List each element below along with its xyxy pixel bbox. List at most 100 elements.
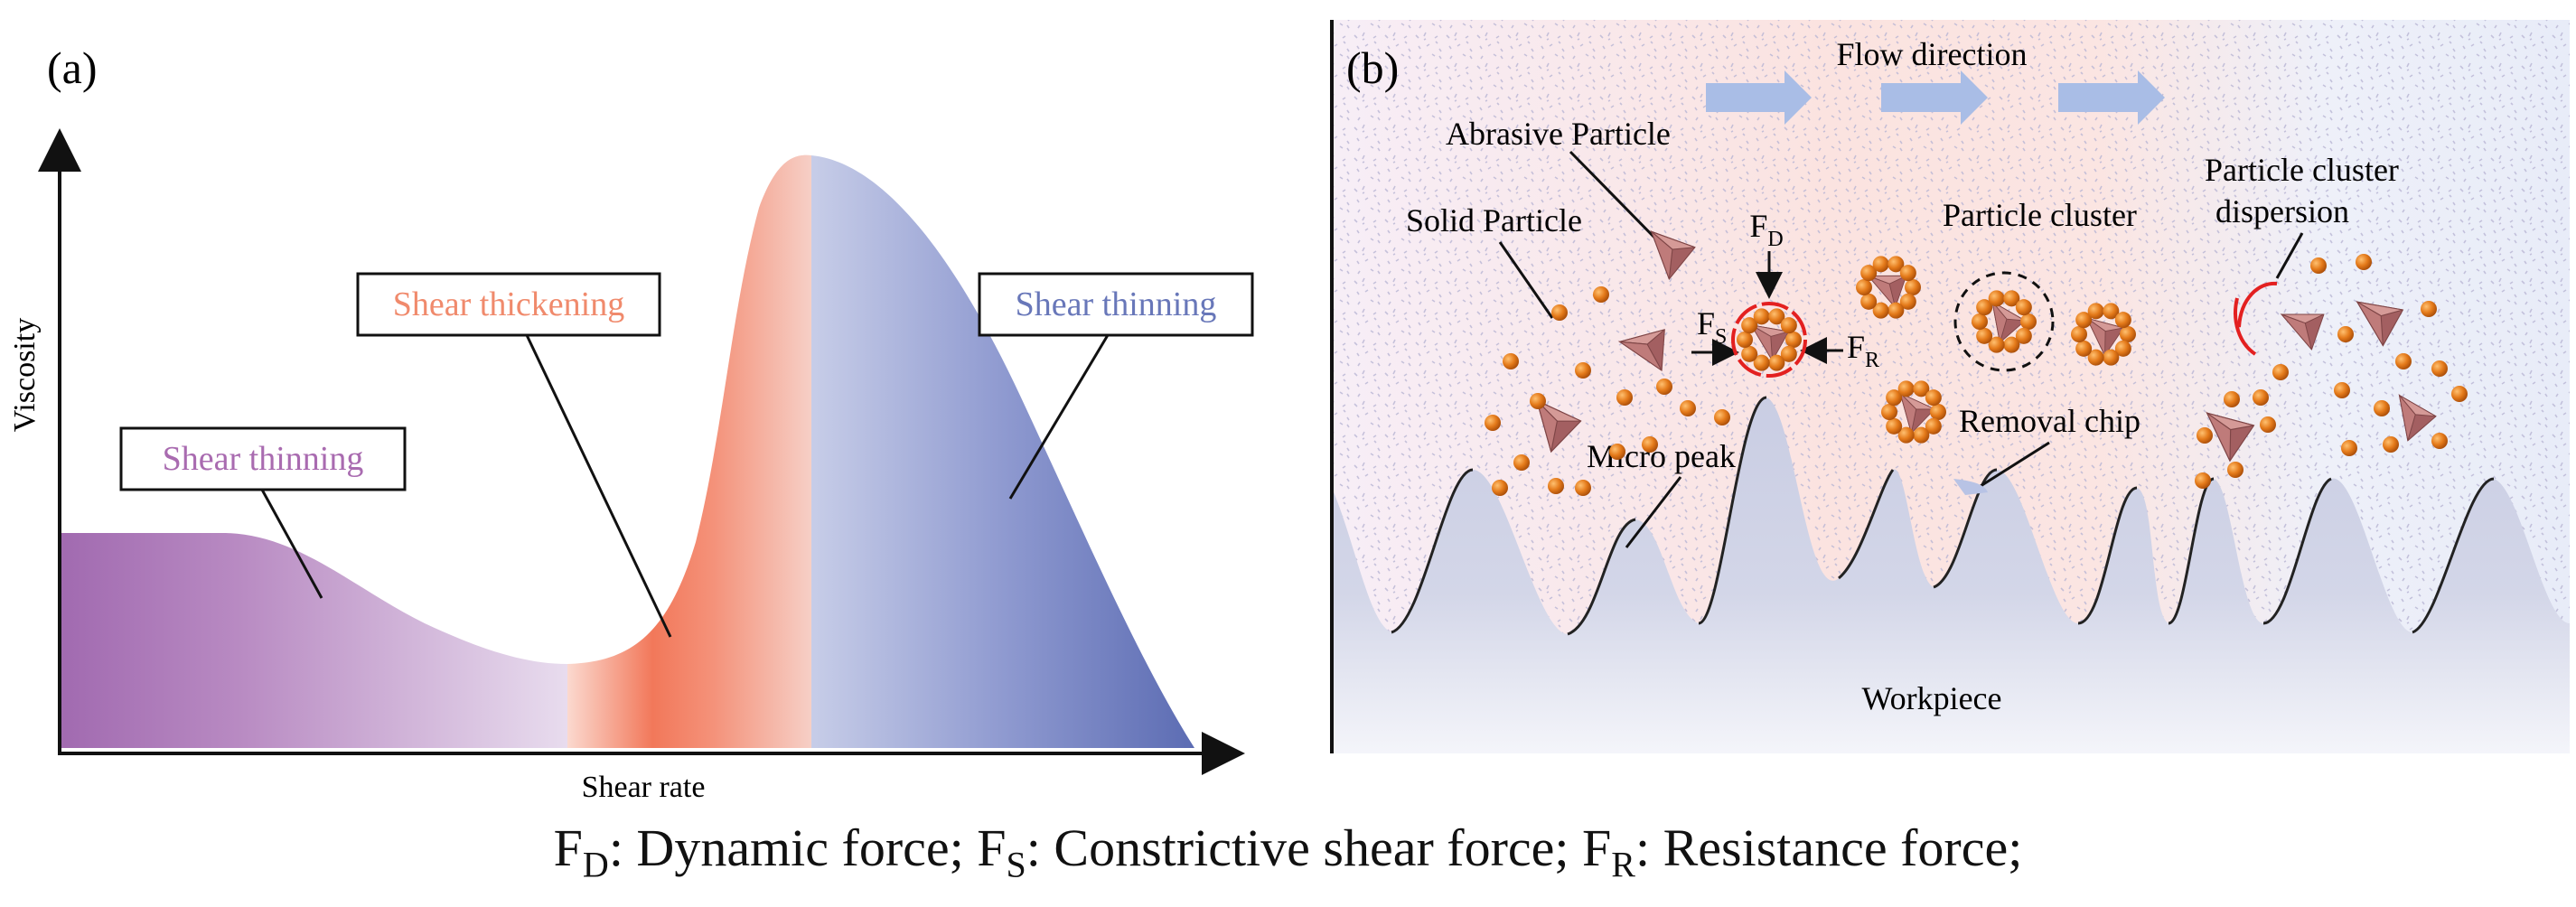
caption: FD: Dynamic force; FS: Constrictive shea… <box>0 818 2576 886</box>
micro-peak-label: Micro peak <box>1587 438 1736 474</box>
flow-arrow-icon <box>2058 70 2165 125</box>
region-shear-thickening <box>567 154 811 748</box>
solid-particle <box>1503 353 1519 369</box>
solid-particle <box>1741 317 1758 334</box>
solid-particle <box>2120 326 2136 342</box>
abrasive-pointer <box>1569 150 1663 246</box>
dispersion-highlight <box>2237 281 2278 328</box>
abrasive-particle <box>2280 313 2325 351</box>
solid-particle <box>1492 480 1508 496</box>
solid-particle <box>1737 332 1753 348</box>
caption-fr: FR: Resistance force; <box>1582 818 2023 885</box>
solid-particle <box>1872 256 1889 273</box>
solid-particle <box>2015 299 2032 316</box>
solid-particle <box>2003 336 2020 353</box>
solid-particle <box>2374 400 2390 416</box>
solid-particle <box>2103 349 2120 366</box>
solid-particle <box>1593 286 1609 303</box>
solid-particle <box>1680 400 1696 416</box>
x-axis-label: Shear rate <box>582 771 706 804</box>
force-fr-label: FR <box>1847 329 1879 372</box>
solid-particle-label: Solid Particle <box>1406 202 1582 238</box>
figure-canvas: (a) Viscosity Shear rate Shear thinning … <box>8 20 2570 804</box>
solid-particle <box>1930 404 1946 420</box>
solid-particle <box>1753 354 1770 371</box>
flow-arrow-icon <box>1706 70 1812 125</box>
solid-particle <box>2337 326 2354 342</box>
solid-particle <box>2071 326 2087 342</box>
solid-particle <box>2421 301 2437 317</box>
label-shear-thinning-high: Shear thinning <box>1016 285 1217 323</box>
solid-particle <box>1860 293 1878 310</box>
abrasive-particle <box>2398 393 2437 442</box>
solid-particle <box>1609 444 1625 460</box>
solid-particle <box>1913 380 1930 397</box>
solid-particle <box>2103 303 2120 320</box>
removal-chip-pointer <box>1980 441 2050 488</box>
solid-particle <box>1616 389 1633 406</box>
solid-particle <box>1714 409 1730 425</box>
solid-particle <box>1785 332 1802 348</box>
solid-particle <box>1886 417 1903 435</box>
solid-particle <box>1768 308 1785 325</box>
solid-particle <box>2087 349 2104 366</box>
solid-particle <box>1856 279 1872 295</box>
solid-particle <box>1656 379 1672 395</box>
solid-particle <box>1575 480 1591 496</box>
caption-fd: FD: Dynamic force; <box>553 818 978 885</box>
solid-particle <box>1972 313 1988 330</box>
force-fd-label: FD <box>1749 208 1783 251</box>
solid-particle <box>1780 317 1797 334</box>
solid-particle <box>1485 415 1501 431</box>
caption-fs: FS: Constrictive shear force; <box>977 818 1583 885</box>
solid-particle <box>2334 382 2350 398</box>
solid-particle <box>2195 472 2211 489</box>
solid-particle <box>1976 327 1993 344</box>
workpiece-label: Workpiece <box>1861 680 2001 716</box>
abrasive-particle <box>1867 275 1907 309</box>
abrasive-particle <box>2206 411 2255 463</box>
solid-particle <box>2356 254 2372 270</box>
solid-particle <box>2253 389 2269 406</box>
flow-direction-label: Flow direction <box>1837 36 2028 72</box>
solid-particle <box>2341 440 2357 456</box>
abrasive-particle <box>1899 391 1935 435</box>
solid-particle <box>1881 404 1897 420</box>
solid-particle <box>1575 362 1591 379</box>
solid-particle <box>2310 257 2327 274</box>
particles-layer <box>1485 229 2468 496</box>
solid-particle <box>1872 302 1889 319</box>
abrasive-particle-label: Abrasive Particle <box>1446 116 1671 152</box>
solid-particle <box>2451 386 2468 402</box>
force-cluster-highlight <box>1731 302 1807 378</box>
solid-particle <box>1548 478 1564 494</box>
solid-particle <box>1642 436 1658 453</box>
solid-particle <box>1925 389 1942 407</box>
solid-particle <box>2015 327 2032 344</box>
solid-particle <box>1886 389 1903 407</box>
solid-particle <box>2075 340 2093 357</box>
workpiece <box>1332 397 2570 753</box>
cluster-dispersion-label-1: Particle cluster <box>2205 152 2399 188</box>
panel-b: (b) Flow direction Abrasive Particle Sol… <box>1330 20 2570 753</box>
solid-particle <box>2431 433 2448 449</box>
cluster-dispersion-label-2: dispersion <box>2215 193 2349 229</box>
solid-particle <box>2197 427 2213 444</box>
callout-shear-thinning-high: Shear thinning <box>978 272 1254 500</box>
solid-particle <box>2431 360 2448 377</box>
y-axis-label: Viscosity <box>8 318 42 432</box>
solid-particle <box>1530 393 1546 409</box>
solid-particle <box>1888 302 1905 319</box>
abrasive-particle <box>2085 316 2125 357</box>
flow-arrow-icon <box>1881 70 1988 125</box>
solid-particle <box>1860 265 1878 282</box>
dispersion-pointer <box>2275 232 2304 279</box>
flow-arrows <box>1706 70 2165 125</box>
region-shear-thinning-low <box>60 533 567 748</box>
solid-particle <box>2087 303 2104 320</box>
solid-particle <box>2227 462 2243 478</box>
region-shear-thinning-high <box>811 155 1194 748</box>
solid-particle <box>1768 354 1785 371</box>
dispersion-highlight-2 <box>2234 297 2257 356</box>
solid-particle <box>1925 417 1942 435</box>
